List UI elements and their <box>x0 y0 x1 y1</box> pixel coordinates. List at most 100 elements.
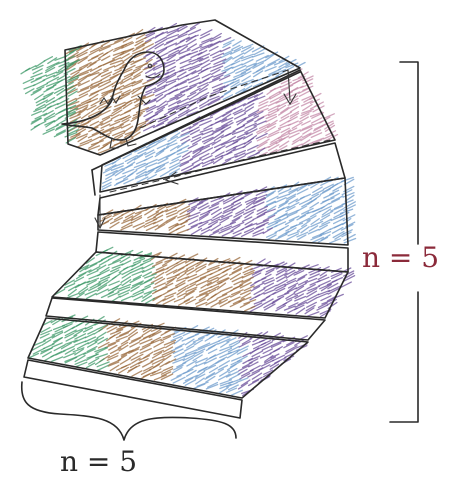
crayon-stroke <box>154 342 164 347</box>
crayon-stroke <box>112 264 123 268</box>
crayon-stroke <box>124 126 132 131</box>
crayon-stroke <box>24 85 35 89</box>
crayon-stroke <box>223 290 233 295</box>
crayon-stroke <box>45 355 54 360</box>
crayon-stroke <box>296 308 305 314</box>
crayon-stroke <box>110 122 120 126</box>
crayon-stroke <box>142 330 151 336</box>
crayon-stroke <box>55 85 66 90</box>
crayon-stroke <box>248 145 258 150</box>
crayon-stroke <box>180 64 191 68</box>
crayon-stroke <box>180 156 190 161</box>
crayon-stroke <box>155 32 163 38</box>
crayon-stroke <box>132 371 142 376</box>
crayon-stroke <box>161 330 171 335</box>
crayon-stroke <box>321 199 329 204</box>
right-step-count-label: n = 5 <box>362 244 439 272</box>
crayon-stroke <box>267 196 278 202</box>
crayon-stroke <box>109 281 119 285</box>
crayon-stroke <box>174 298 184 302</box>
crayon-stroke <box>112 296 121 301</box>
crayon-stroke <box>21 68 30 74</box>
crayon-stroke <box>90 121 98 125</box>
crayon-stroke <box>196 378 204 384</box>
crayon-stroke <box>102 56 110 60</box>
crayon-stroke <box>205 336 214 341</box>
crayon-stroke <box>235 151 246 156</box>
crayon-stroke <box>54 116 63 122</box>
crayon-stroke <box>259 98 270 103</box>
crayon-stroke <box>165 293 176 297</box>
crayon-stroke <box>97 332 106 338</box>
crayon-stroke <box>104 66 115 70</box>
crayon-stroke <box>265 202 276 207</box>
crayon-stroke <box>42 340 51 346</box>
crayon-stroke <box>280 116 289 121</box>
crayon-stroke <box>277 194 289 198</box>
crayon-stroke <box>278 102 288 107</box>
crayon-stroke <box>289 80 300 86</box>
crayon-stroke <box>164 290 172 295</box>
crayon-stroke <box>221 38 231 42</box>
crayon-stroke <box>44 57 52 61</box>
crayon-stroke <box>76 282 86 288</box>
crayon-stroke <box>143 362 153 368</box>
crayon-stroke <box>85 334 94 338</box>
crayon-stroke <box>233 229 243 234</box>
crayon-stroke <box>176 40 184 45</box>
crayon-stroke <box>310 203 319 208</box>
crayon-stroke <box>223 111 232 117</box>
crayon-stroke <box>44 87 54 92</box>
crayon-stroke <box>184 291 194 297</box>
crayon-stroke <box>253 214 265 219</box>
crayon-stroke <box>279 109 288 115</box>
crayon-stroke <box>128 367 137 373</box>
crayon-stroke <box>307 312 319 316</box>
crayon-stroke <box>192 159 201 164</box>
crayon-stroke <box>115 181 124 186</box>
crayon-stroke <box>225 156 237 161</box>
crayon-stroke <box>210 368 218 373</box>
crayon-stroke <box>196 267 206 273</box>
crayon-stroke <box>243 217 252 221</box>
crayon-stroke <box>250 306 262 312</box>
crayon-stroke <box>219 374 231 380</box>
crayon-stroke <box>122 296 133 301</box>
crayon-stroke <box>107 335 115 341</box>
crayon-stroke <box>158 101 166 107</box>
crayon-stroke <box>231 390 242 395</box>
crayon-stroke <box>211 149 220 154</box>
crayon-stroke <box>205 374 214 379</box>
crayon-stroke <box>320 189 330 194</box>
crayon-stroke <box>86 363 94 368</box>
crayon-stroke <box>221 47 230 51</box>
step-1-riser <box>92 170 95 195</box>
crayon-stroke <box>174 352 184 357</box>
crayon-stroke <box>31 125 39 130</box>
crayon-stroke <box>267 88 275 94</box>
crayon-stroke <box>177 229 189 233</box>
crayon-stroke <box>102 292 114 298</box>
crayon-stroke <box>122 165 132 170</box>
crayon-stroke <box>275 228 283 232</box>
crayon-stroke <box>26 89 34 94</box>
crayon-stroke <box>209 349 217 353</box>
crayon-stroke <box>203 162 214 167</box>
crayon-stroke <box>226 108 236 113</box>
crayon-stroke <box>52 357 63 362</box>
crayon-stroke <box>178 206 189 212</box>
crayon-stroke <box>172 156 181 160</box>
crayon-stroke <box>302 121 311 125</box>
crayon-stroke <box>35 94 43 100</box>
crayon-stroke <box>201 30 212 36</box>
crayon-stroke <box>115 117 126 122</box>
crayon-stroke <box>137 169 147 174</box>
crayon-stroke <box>251 281 259 286</box>
crayon-stroke <box>169 47 180 53</box>
crayon-stroke <box>189 220 198 225</box>
crayon-stroke <box>170 160 179 164</box>
crayon-stroke <box>120 358 130 364</box>
crayon-stroke <box>153 289 162 294</box>
crayon-stroke <box>193 384 205 389</box>
crayon-stroke <box>120 111 130 116</box>
